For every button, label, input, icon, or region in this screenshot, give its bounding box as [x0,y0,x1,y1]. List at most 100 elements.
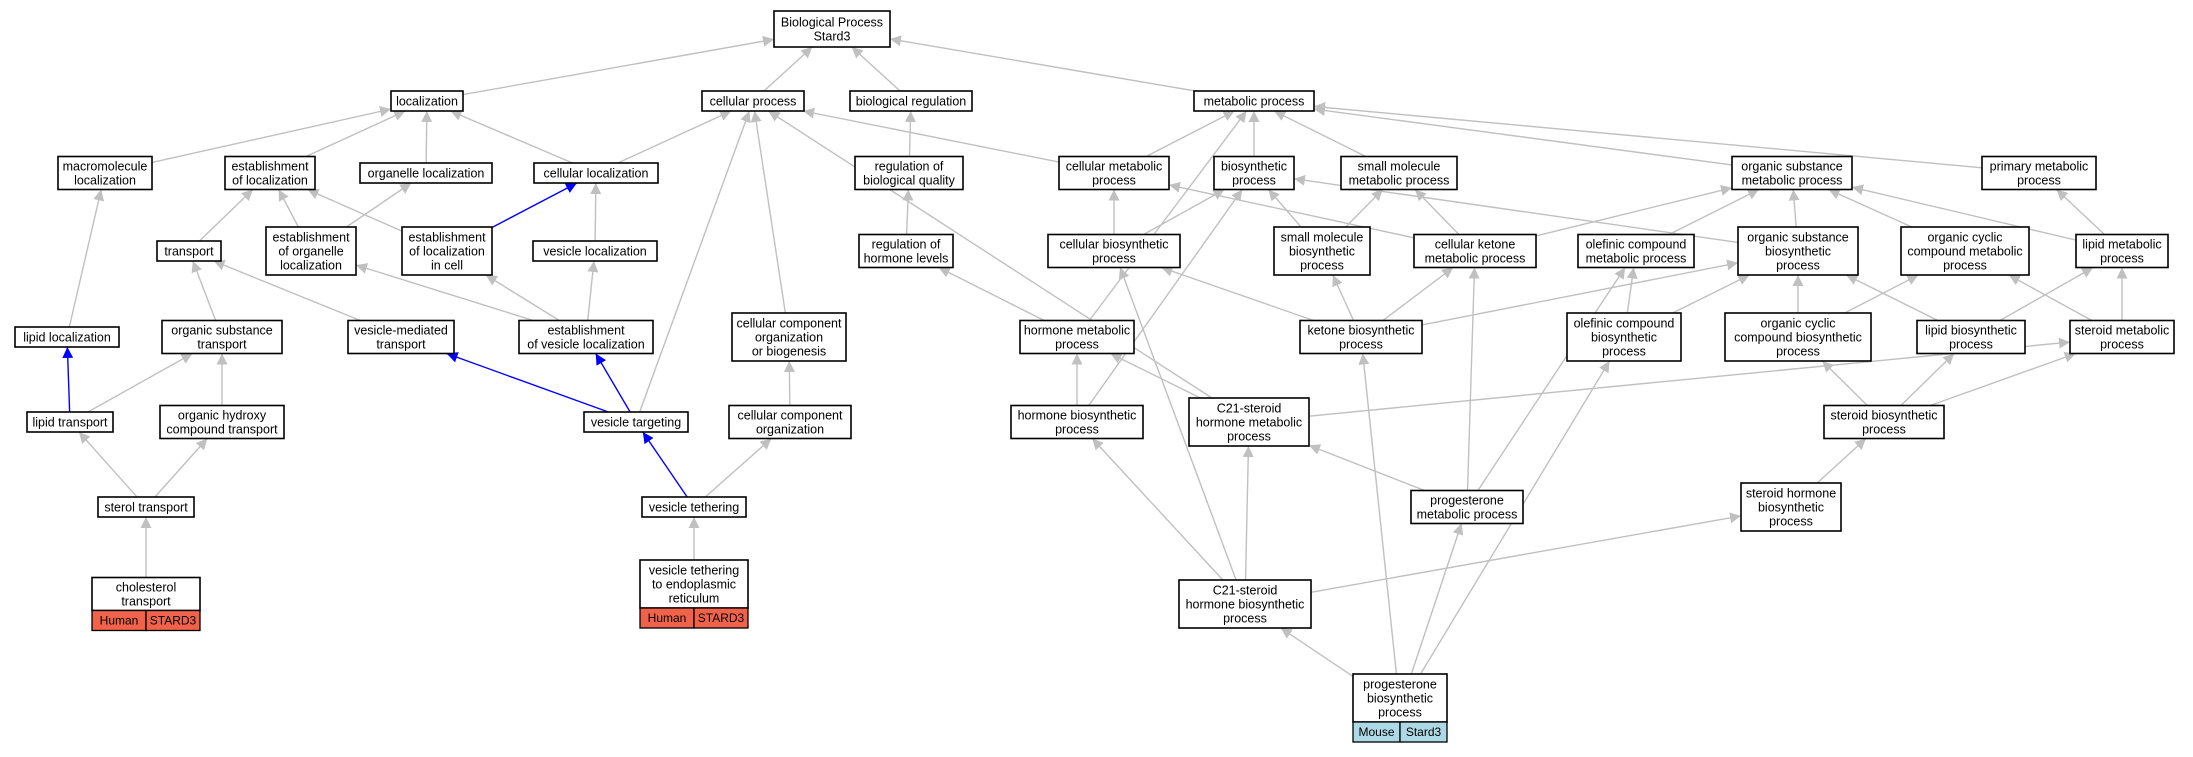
node-label-line: cellular process [710,95,797,109]
edge-vt-to-cp [638,110,751,413]
node-label-line: hormone biosynthetic [1018,409,1137,423]
node-label-line: process [1862,423,1906,437]
node-label-line: biosynthetic [1591,331,1657,345]
node-label-line: process [1949,338,1993,352]
go-term-node-vteth[interactable]: vesicle tethering [641,496,747,518]
node-label-line: process [1378,706,1422,720]
node-label-line: process [1227,430,1271,444]
node-label-line: metabolic process [1204,95,1305,109]
node-label-line: metabolic process [1742,174,1843,188]
edge-c21mp-to-hmp [1110,352,1201,399]
node-label-line: vesicle targeting [591,416,681,430]
go-term-node-cp[interactable]: cellular process [701,90,805,112]
edge-hmp-to-reghl [938,266,1045,322]
node-label-line: or biogenesis [752,345,826,359]
species-label: Human [100,614,139,628]
node-label-line: process [1776,259,1820,273]
edge-cp-to-bp [763,46,813,92]
node-label-line: process [1943,259,1987,273]
node-label-line: vesicle localization [543,245,647,259]
node-label-line: regulation of [875,160,944,174]
edge-hbp-to-bsp [1088,189,1243,406]
edge-progbp-to-progmp [1410,523,1464,675]
node-label-line: organization [756,423,824,437]
node-label-line: lipid localization [23,331,111,345]
node-label-line: establishment [272,231,350,245]
node-label-line: small molecule [1358,160,1441,174]
edge-smbp-to-bsp [1267,189,1302,228]
node-label-line: ketone biosynthetic [1307,324,1414,338]
node-label-line: process [1300,259,1344,273]
go-term-node-loc[interactable]: localization [390,90,464,112]
go-term-node-lipidloc[interactable]: lipid localization [14,326,120,348]
edge-shbp-to-stbp [1816,437,1867,484]
node-label-line: process [1055,423,1099,437]
go-term-node-cellloc[interactable]: cellular localization [533,162,659,184]
go-term-node-sterolt[interactable]: sterol transport [97,496,195,518]
go-term-node-mp[interactable]: metabolic process [1193,90,1315,112]
node-label-line: transport [197,338,247,352]
go-term-node-orgloc[interactable]: organelle localization [359,162,493,184]
node-label-line: vesicle tethering [649,501,739,515]
edge-estorgloc-to-orgloc [345,182,412,228]
go-term-node-br[interactable]: biological regulation [849,90,973,112]
node-label-line: organic substance [1747,231,1849,245]
node-label-line: steroid biosynthetic [1830,409,1937,423]
go-term-node-transport[interactable]: transport [156,240,222,262]
edge-ckmp-to-smmp [1414,189,1460,235]
node-label-line: olefinic compound [1586,238,1687,252]
node-label-line: lipid biosynthetic [1925,324,2017,338]
go-term-node-lipidtransport[interactable]: lipid transport [26,411,114,433]
edge-ckmp-to-cmp [1168,181,1415,239]
gene-label: Stard3 [1406,725,1442,739]
edge-cmp-to-mp [1145,110,1235,158]
node-label-line: lipid transport [32,416,108,430]
go-term-node-vt[interactable]: vesicle targeting [583,411,689,433]
node-label-line: transport [121,595,171,609]
edge-lbp-to-lmp [1999,266,2094,322]
edge-vt-to-estvesloc [595,353,631,413]
node-label-line: transport [164,245,214,259]
go-term-node-vesloc[interactable]: vesicle localization [532,240,658,262]
